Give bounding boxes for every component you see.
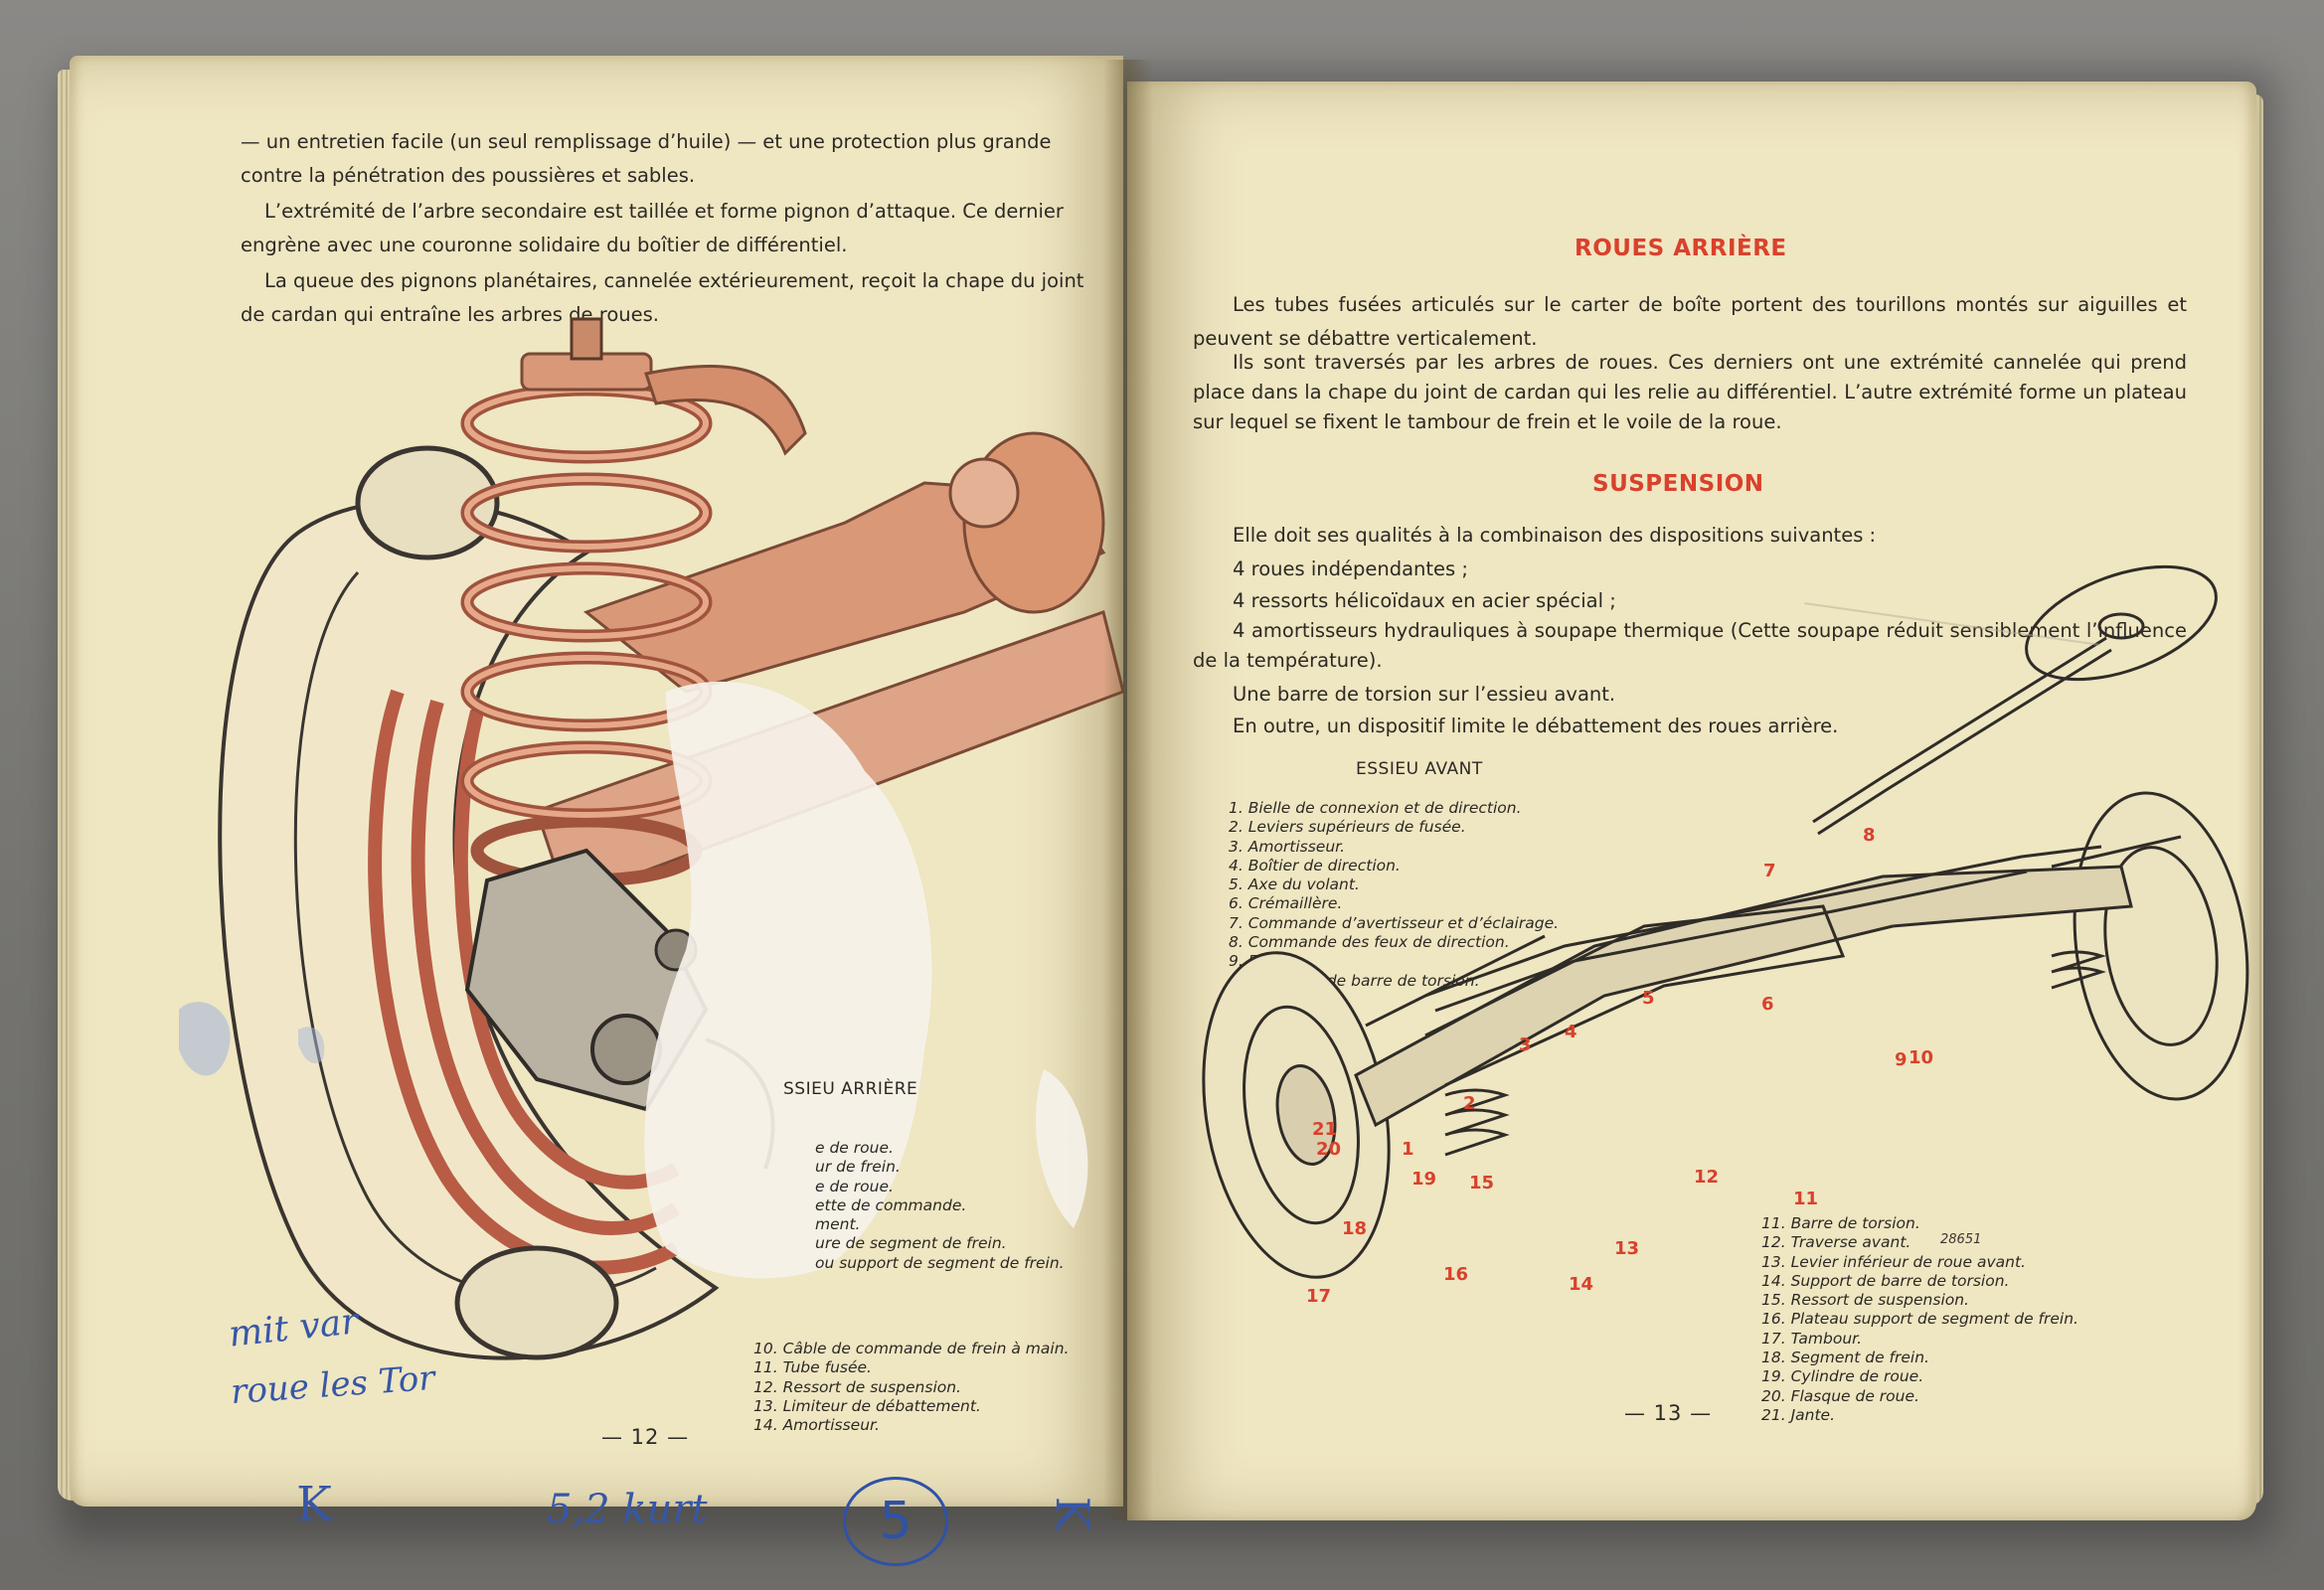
- suspension-item-torsion: Une barre de torsion sur l’essieu avant.: [1233, 683, 1616, 706]
- rear-axle-caption: SSIEU ARRIÈRE: [783, 1079, 918, 1099]
- legend-item: 15. Ressort de suspension.: [1761, 1291, 1969, 1310]
- svg-text:20: 20: [1316, 1139, 1341, 1160]
- rear-axle-legend: e de roue. ur de frein. e de roue. ette …: [815, 1139, 1065, 1273]
- legend-item: 12. Ressort de suspension.: [753, 1377, 961, 1396]
- svg-text:16: 16: [1443, 1264, 1468, 1285]
- right-paragraph-wheels-2: Ils sont traversés par les arbres de rou…: [1193, 351, 2187, 433]
- left-paragraph-3: La queue des pignons planétaires, cannel…: [241, 269, 1084, 326]
- legend-item: ment.: [815, 1215, 861, 1234]
- svg-text:18: 18: [1342, 1218, 1367, 1239]
- legend-item: 6. Crémaillère.: [1229, 894, 1343, 913]
- svg-text:6: 6: [1761, 994, 1774, 1015]
- suspension-limiter: En outre, un dispositif limite le débatt…: [1233, 715, 1839, 737]
- svg-text:5: 5: [1642, 988, 1655, 1009]
- legend-item: 13. Levier inférieur de roue avant.: [1761, 1252, 2026, 1271]
- legend-item: ou support de segment de frein.: [815, 1253, 1065, 1272]
- svg-text:21: 21: [1312, 1119, 1337, 1140]
- left-paragraph-2: L’extrémité de l’arbre secondaire est ta…: [241, 200, 1064, 256]
- page-number-left: — 12 —: [601, 1425, 690, 1449]
- legend-item: 17. Tambour.: [1761, 1329, 1863, 1348]
- legend-item: 14. Support de barre de torsion.: [1761, 1271, 2010, 1290]
- suspension-item-springs: 4 ressorts hélicoïdaux en acier spécial …: [1233, 589, 1616, 612]
- legend-item: 10. Câble de commande de frein à main.: [753, 1340, 1070, 1357]
- legend-item: 11. Barre de torsion.: [1761, 1214, 1920, 1232]
- svg-text:9: 9: [1895, 1049, 1908, 1070]
- legend-item: 11. Tube fusée.: [753, 1358, 872, 1377]
- right-paragraph-wheels-1: Les tubes fusées articulés sur le carter…: [1193, 293, 2187, 350]
- svg-text:13: 13: [1614, 1238, 1639, 1259]
- suspension-item-shocks: 4 amortisseurs hydrauliques à soupape th…: [1193, 619, 2187, 672]
- svg-text:17: 17: [1306, 1286, 1331, 1307]
- legend-item: ette de commande.: [815, 1195, 967, 1214]
- legend-item: 12. Traverse avant.: [1761, 1233, 1911, 1252]
- svg-text:10: 10: [1909, 1047, 1933, 1068]
- legend-item: 21. Jante.: [1761, 1405, 1836, 1424]
- legend-item: e de roue.: [815, 1139, 894, 1157]
- svg-text:14: 14: [1569, 1274, 1593, 1295]
- legend-item: 16. Plateau support de segment de frein.: [1761, 1310, 2078, 1329]
- legend-item: 18. Segment de frein.: [1761, 1349, 1929, 1367]
- svg-text:1: 1: [1402, 1139, 1414, 1160]
- suspension-intro: Elle doit ses qualités à la combinaison …: [1233, 524, 1877, 547]
- book-gutter: [1103, 60, 1153, 1520]
- legend-item: ur de frein.: [815, 1158, 901, 1177]
- svg-text:19: 19: [1411, 1169, 1436, 1190]
- drawing-number: 28651: [1940, 1232, 1982, 1247]
- rear-axle-illustration: [179, 317, 1125, 1360]
- heading-suspension: SUSPENSION: [1592, 471, 1764, 497]
- rear-axle-legend-numbered: 10. Câble de commande de frein à main. 1…: [753, 1340, 1069, 1435]
- left-paragraph-1: — un entretien facile (un seul remplissa…: [241, 130, 1052, 187]
- legend-item: 13. Limiteur de débattement.: [753, 1396, 981, 1415]
- front-axle-legend-bottom: 11. Barre de torsion. 12. Traverse avant…: [1761, 1214, 2078, 1425]
- legend-item: 7. Commande d’avertisseur et d’éclairage…: [1229, 913, 1560, 932]
- circled-number: 5: [843, 1477, 948, 1566]
- svg-text:4: 4: [1565, 1022, 1577, 1042]
- svg-text:3: 3: [1519, 1034, 1532, 1055]
- svg-text:15: 15: [1469, 1173, 1494, 1193]
- handwritten-price: 5,2 kurt: [547, 1487, 708, 1532]
- legend-item: 3. Amortisseur.: [1229, 837, 1346, 856]
- svg-text:8: 8: [1863, 825, 1876, 846]
- legend-item: 19. Cylindre de roue.: [1761, 1367, 1924, 1386]
- svg-text:2: 2: [1463, 1093, 1476, 1114]
- svg-text:11: 11: [1793, 1189, 1818, 1209]
- right-page: ROUES ARRIÈRE Les tubes fusées articulés…: [1127, 81, 2256, 1520]
- handwritten-letter-k-left: K: [296, 1477, 332, 1532]
- legend-item: 4. Boîtier de direction.: [1229, 856, 1401, 874]
- suspension-item-wheels: 4 roues indépendantes ;: [1233, 557, 1468, 580]
- legend-item: 8. Commande des feux de direction.: [1229, 933, 1510, 952]
- legend-item: 1. Bielle de connexion et de direction.: [1229, 799, 1522, 817]
- svg-text:7: 7: [1763, 861, 1776, 881]
- legend-item: ure de segment de frein.: [815, 1234, 1007, 1253]
- heading-roues-arriere: ROUES ARRIÈRE: [1575, 236, 1787, 261]
- svg-text:12: 12: [1694, 1167, 1719, 1188]
- legend-item: e de roue.: [815, 1177, 894, 1195]
- handwritten-letter-k-right: K: [1046, 1496, 1100, 1531]
- page-number-right: — 13 —: [1624, 1401, 1713, 1425]
- front-axle-caption: ESSIEU AVANT: [1356, 759, 1483, 779]
- legend-item: 5. Axe du volant.: [1229, 875, 1360, 894]
- legend-item: 2. Leviers supérieurs de fusée.: [1229, 818, 1466, 837]
- legend-item: 14. Amortisseur.: [753, 1416, 880, 1435]
- front-axle-illustration: 1 2 3 4 5 6 7 8 9 10 11 12 13 14 15 16 1…: [1202, 564, 2249, 1307]
- left-page: — un entretien facile (un seul remplissa…: [70, 56, 1125, 1566]
- legend-item: 20. Flasque de roue.: [1761, 1386, 1919, 1405]
